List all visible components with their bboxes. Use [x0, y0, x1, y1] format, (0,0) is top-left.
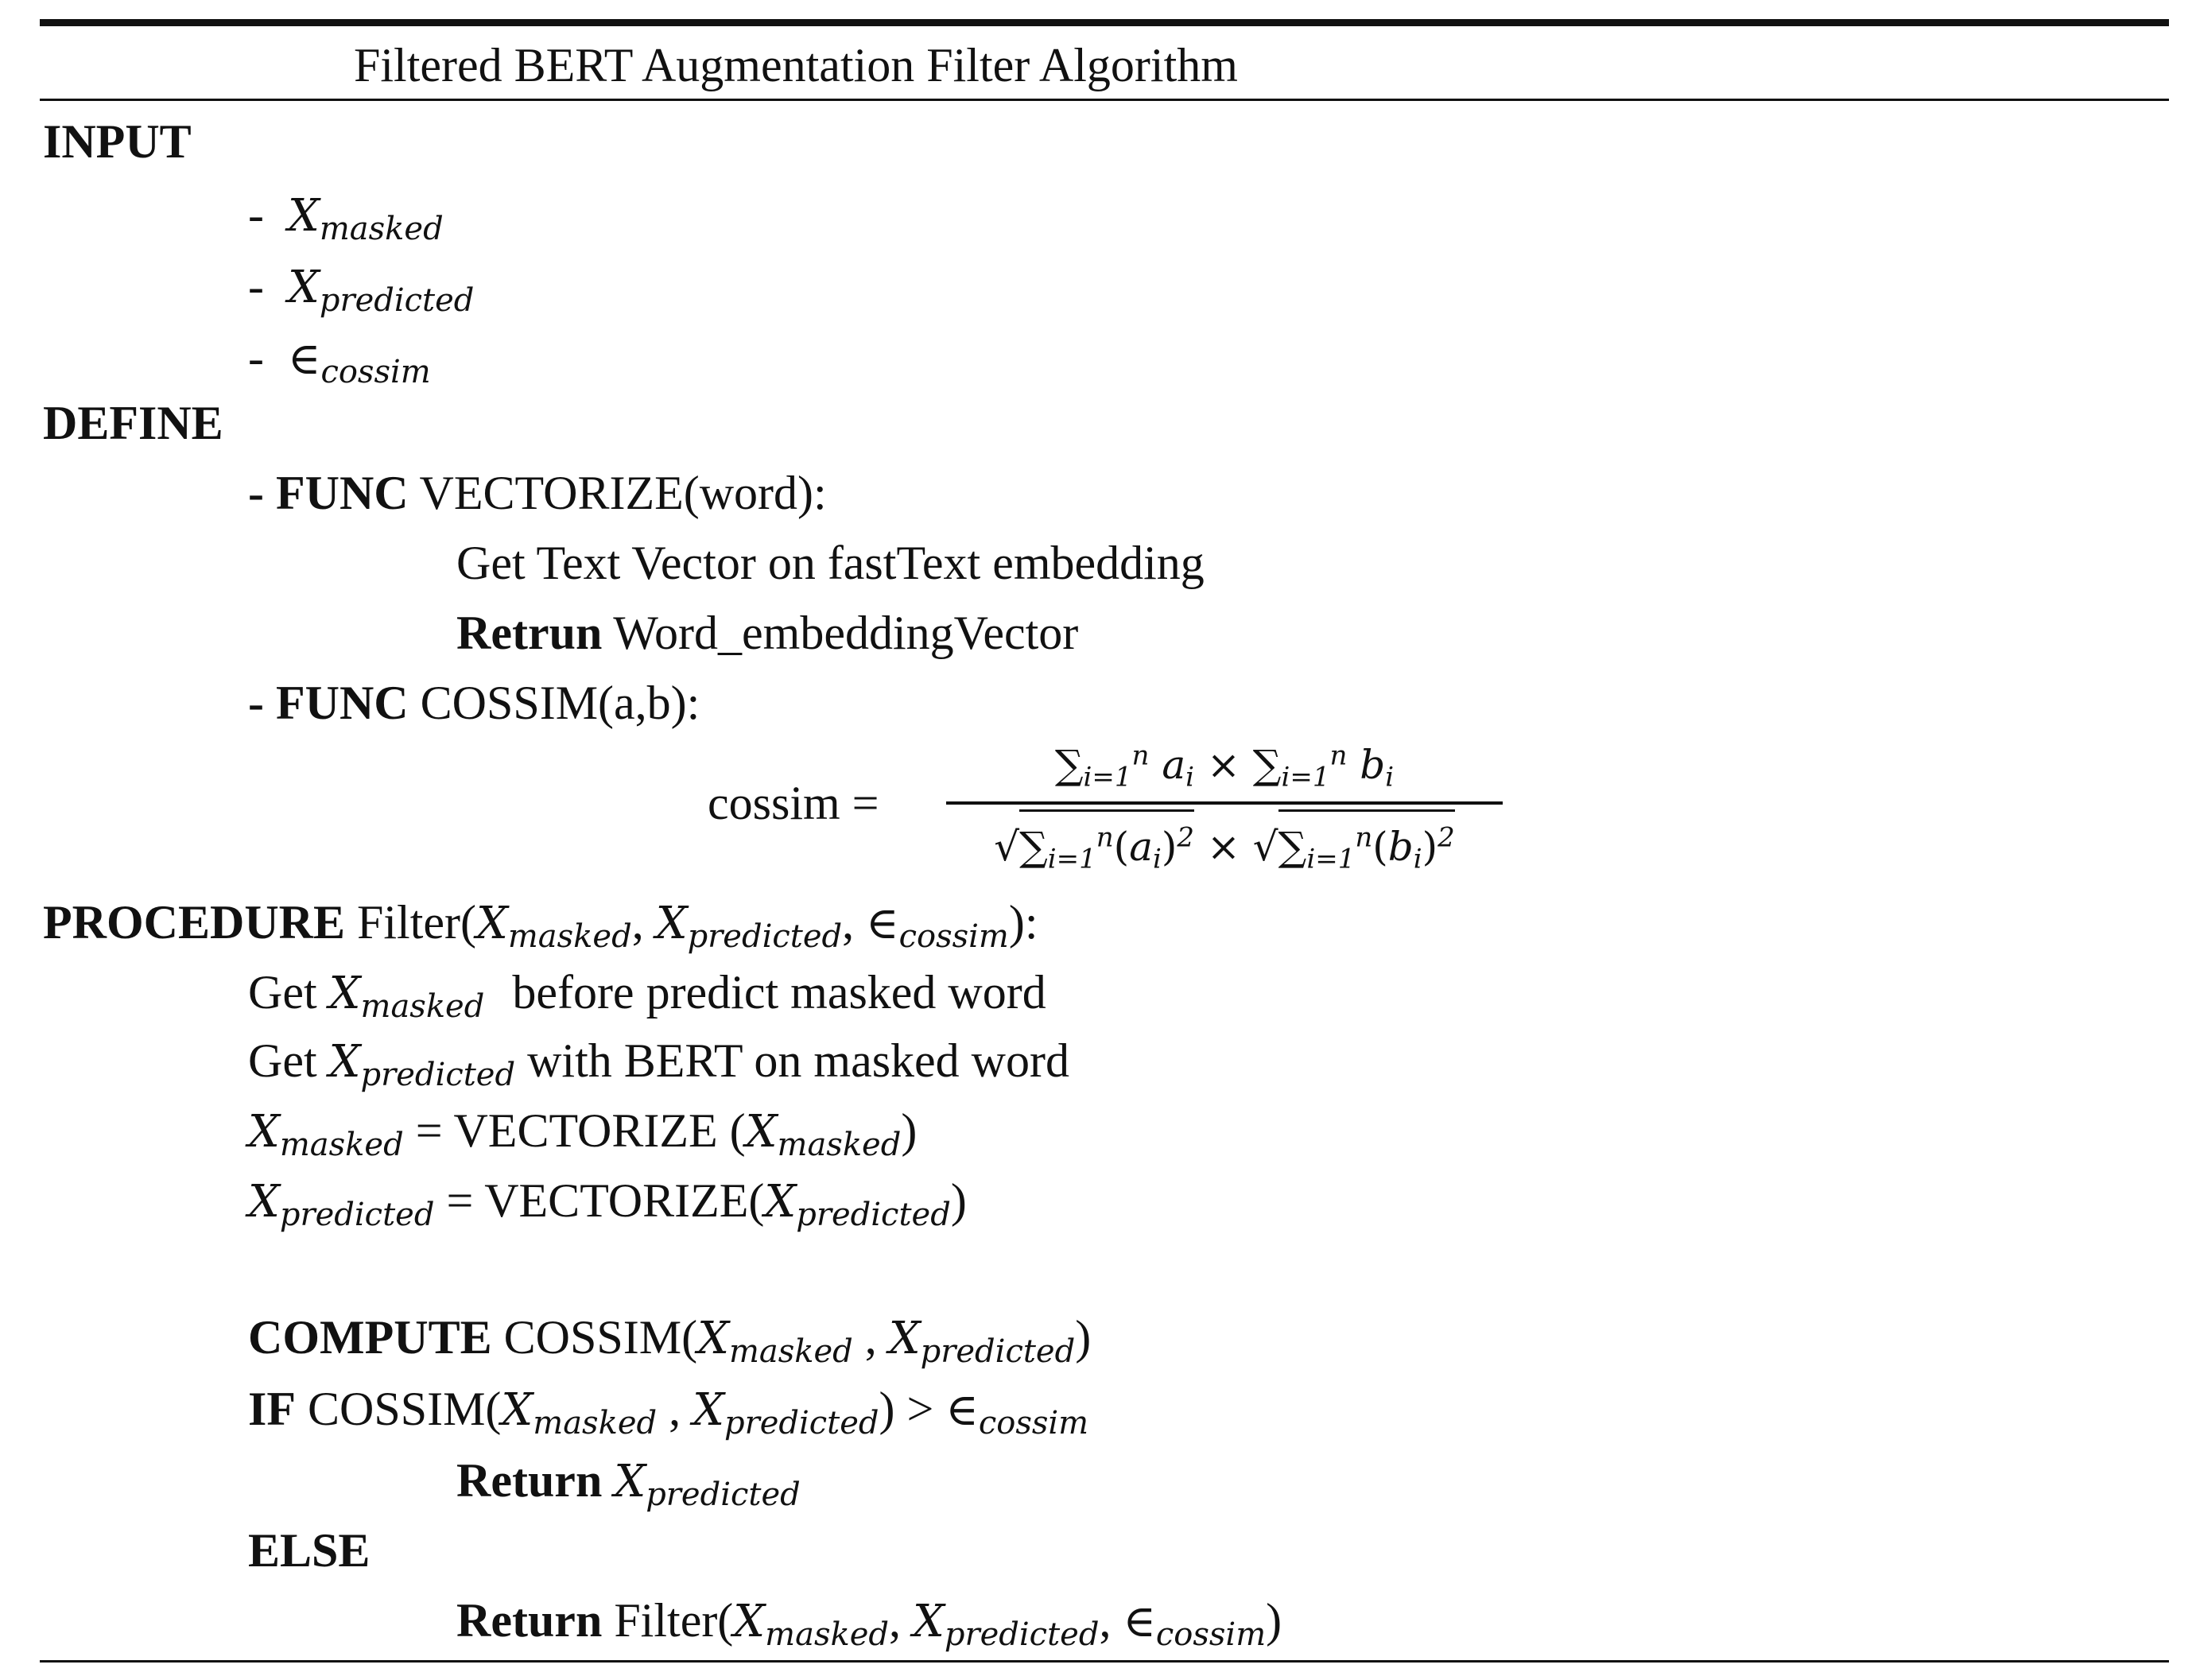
- func-vectorize: - FUNC VECTORIZE(word):: [248, 467, 827, 519]
- vectorize-return: Retrun Word_embeddingVector: [456, 607, 1079, 659]
- formula-lhs: cossim =: [708, 777, 879, 829]
- assign-predicted-line: Xpredicted = VECTORIZE(Xpredicted): [248, 1174, 967, 1234]
- algorithm-title: Filtered BERT Augmentation Filter Algori…: [354, 39, 1238, 91]
- return-predicted-line: Return Xpredicted: [456, 1454, 801, 1514]
- list-dash: -: [248, 188, 264, 241]
- return-filter-line: Return Filter(Xmasked, Xpredicted, ∈coss…: [456, 1594, 1282, 1654]
- formula-fraction: ∑i=1n ai × ∑i=1n bi √∑i=1n(ai)2 × √∑i=1n…: [946, 731, 1503, 880]
- compute-line: COMPUTE COSSIM(Xmasked , Xpredicted): [248, 1311, 1092, 1371]
- define-heading: DEFINE: [43, 397, 223, 449]
- vectorize-body: Get Text Vector on fastText embedding: [456, 537, 1205, 589]
- list-dash: -: [248, 260, 264, 312]
- assign-masked-line: Xmasked = VECTORIZE (Xmasked): [248, 1104, 918, 1164]
- formula-numerator: ∑i=1n ai × ∑i=1n bi: [1054, 739, 1395, 793]
- header-rule: [40, 99, 2169, 101]
- list-dash: -: [248, 332, 264, 384]
- get-masked-line: Get Xmasked before predict masked word: [248, 966, 1046, 1026]
- cossim-formula: cossim = ∑i=1n ai × ∑i=1n bi √∑i=1n(ai)2…: [708, 731, 1519, 883]
- input-item-masked: -Xmasked: [248, 188, 444, 248]
- input-heading: INPUT: [43, 115, 192, 168]
- else-line: ELSE: [248, 1524, 371, 1577]
- if-line: IF COSSIM(Xmasked , Xpredicted) > ∈cossi…: [248, 1383, 1089, 1442]
- input-item-epsilon: -∈cossim: [248, 332, 431, 391]
- bottom-rule: [40, 1660, 2169, 1663]
- input-item-predicted: -Xpredicted: [248, 260, 475, 320]
- top-rule: [40, 19, 2169, 26]
- formula-denominator: √∑i=1n(ai)2 × √∑i=1n(bi)2: [946, 809, 1503, 880]
- func-cossim: - FUNC COSSIM(a,b):: [248, 677, 700, 729]
- get-predicted-line: Get Xpredicted with BERT on masked word: [248, 1034, 1069, 1094]
- procedure-signature: PROCEDURE Filter(Xmasked, Xpredicted, ∈c…: [43, 896, 1038, 956]
- fraction-bar: [946, 801, 1503, 805]
